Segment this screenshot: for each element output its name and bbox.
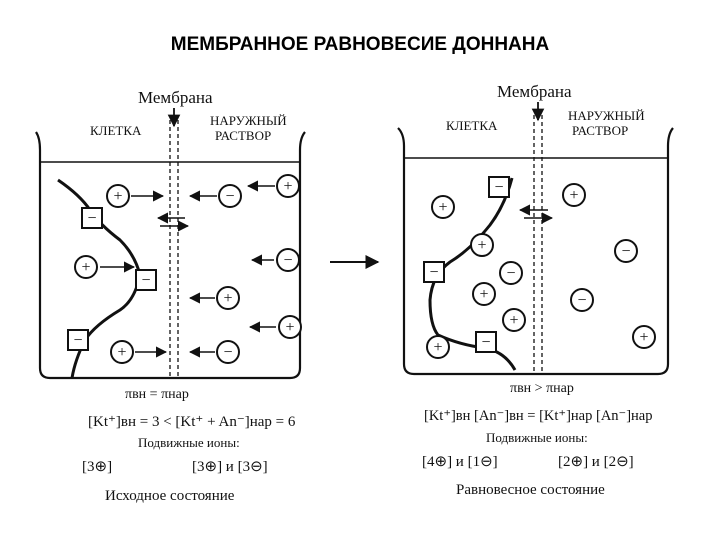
right-fixed-anion-1: − bbox=[488, 176, 510, 198]
left-state-caption: Исходное состояние bbox=[105, 488, 235, 504]
svg-text:−: − bbox=[87, 210, 96, 227]
right-outer-label-2: РАСТВОР bbox=[572, 123, 628, 138]
right-fixed-anion-2: − bbox=[423, 261, 445, 283]
left-cell-label: КЛЕТКА bbox=[90, 123, 142, 138]
right-cation-out-2: + bbox=[632, 325, 656, 349]
left-outer-label-2: РАСТВОР bbox=[215, 128, 271, 143]
right-cation-in-4: + bbox=[502, 308, 526, 332]
left-fixed-anion-2: − bbox=[135, 269, 157, 291]
svg-text:+: + bbox=[433, 339, 442, 356]
right-anion-out-2: − bbox=[570, 288, 594, 312]
right-mobile-label: Подвижные ионы: bbox=[486, 430, 588, 445]
svg-text:−: − bbox=[481, 334, 490, 351]
right-cation-in-2: + bbox=[470, 233, 494, 257]
right-cation-in-5: + bbox=[426, 335, 450, 359]
svg-text:+: + bbox=[479, 286, 488, 303]
left-cation-in-1: + bbox=[106, 184, 130, 208]
left-cation-out-2: + bbox=[216, 286, 240, 310]
right-pressure: πвн > πнар bbox=[510, 381, 574, 396]
right-fixed-anion-3: − bbox=[475, 331, 497, 353]
right-equation: [Kt⁺]вн [An⁻]вн = [Kt⁺]нар [An⁻]нар bbox=[424, 408, 652, 424]
svg-text:+: + bbox=[438, 199, 447, 216]
left-ions-outside: [3⊕] и [3⊖] bbox=[192, 459, 268, 475]
right-membrane-label: Мембрана bbox=[497, 82, 572, 101]
left-cation-in-2: + bbox=[74, 255, 98, 279]
left-anion-out-3: − bbox=[216, 340, 240, 364]
right-cation-out-1: + bbox=[562, 183, 586, 207]
left-membrane bbox=[169, 120, 179, 378]
svg-text:+: + bbox=[477, 237, 486, 254]
right-state-caption: Равновесное состояние bbox=[456, 482, 605, 498]
right-ions-inside: [4⊕] и [1⊖] bbox=[422, 454, 498, 470]
right-cation-in-1: + bbox=[431, 195, 455, 219]
svg-text:+: + bbox=[509, 312, 518, 329]
right-outer-label-1: НАРУЖНЫЙ bbox=[568, 108, 645, 123]
left-equation: [Kt⁺]вн = 3 < [Kt⁺ + An⁻]нар = 6 bbox=[88, 414, 296, 430]
page-title: МЕМБРАННОЕ РАВНОВЕСИЕ ДОННАНА bbox=[170, 34, 550, 55]
right-beaker bbox=[397, 127, 674, 376]
left-outer-label-1: НАРУЖНЫЙ bbox=[210, 113, 287, 128]
left-mobile-label: Подвижные ионы: bbox=[138, 435, 240, 450]
svg-text:+: + bbox=[117, 344, 126, 361]
right-exchange-arrows bbox=[518, 204, 554, 224]
svg-text:−: − bbox=[506, 265, 515, 282]
left-anion-out-2: − bbox=[276, 248, 300, 272]
svg-text:+: + bbox=[639, 329, 648, 346]
svg-text:−: − bbox=[73, 332, 82, 349]
left-cation-out-1: + bbox=[276, 174, 300, 198]
left-fixed-anion-1: − bbox=[81, 207, 103, 229]
right-anion-out-1: − bbox=[614, 239, 638, 263]
right-membrane bbox=[533, 115, 543, 374]
svg-text:−: − bbox=[141, 272, 150, 289]
svg-text:+: + bbox=[223, 290, 232, 307]
left-anion-out-1: − bbox=[218, 184, 242, 208]
svg-text:+: + bbox=[283, 178, 292, 195]
svg-text:−: − bbox=[494, 179, 503, 196]
left-movement-arrows bbox=[100, 180, 276, 358]
svg-text:−: − bbox=[429, 264, 438, 281]
left-pressure: πвн = πнар bbox=[125, 387, 189, 402]
left-fixed-anion-3: − bbox=[67, 329, 89, 351]
left-ions-inside: [3⊕] bbox=[82, 459, 112, 475]
right-cell-label: КЛЕТКА bbox=[446, 118, 498, 133]
svg-text:−: − bbox=[223, 344, 232, 361]
svg-text:+: + bbox=[113, 188, 122, 205]
left-membrane-label: Мембрана bbox=[138, 88, 213, 107]
svg-text:−: − bbox=[621, 243, 630, 260]
svg-text:−: − bbox=[283, 252, 292, 269]
right-ions-outside: [2⊕] и [2⊖] bbox=[558, 454, 634, 470]
svg-text:+: + bbox=[285, 319, 294, 336]
svg-text:+: + bbox=[81, 259, 90, 276]
right-anion-in-1: − bbox=[499, 261, 523, 285]
svg-text:−: − bbox=[225, 188, 234, 205]
right-cation-in-3: + bbox=[472, 282, 496, 306]
left-cation-out-3: + bbox=[278, 315, 302, 339]
left-cation-in-3: + bbox=[110, 340, 134, 364]
svg-text:−: − bbox=[577, 292, 586, 309]
svg-text:+: + bbox=[569, 187, 578, 204]
